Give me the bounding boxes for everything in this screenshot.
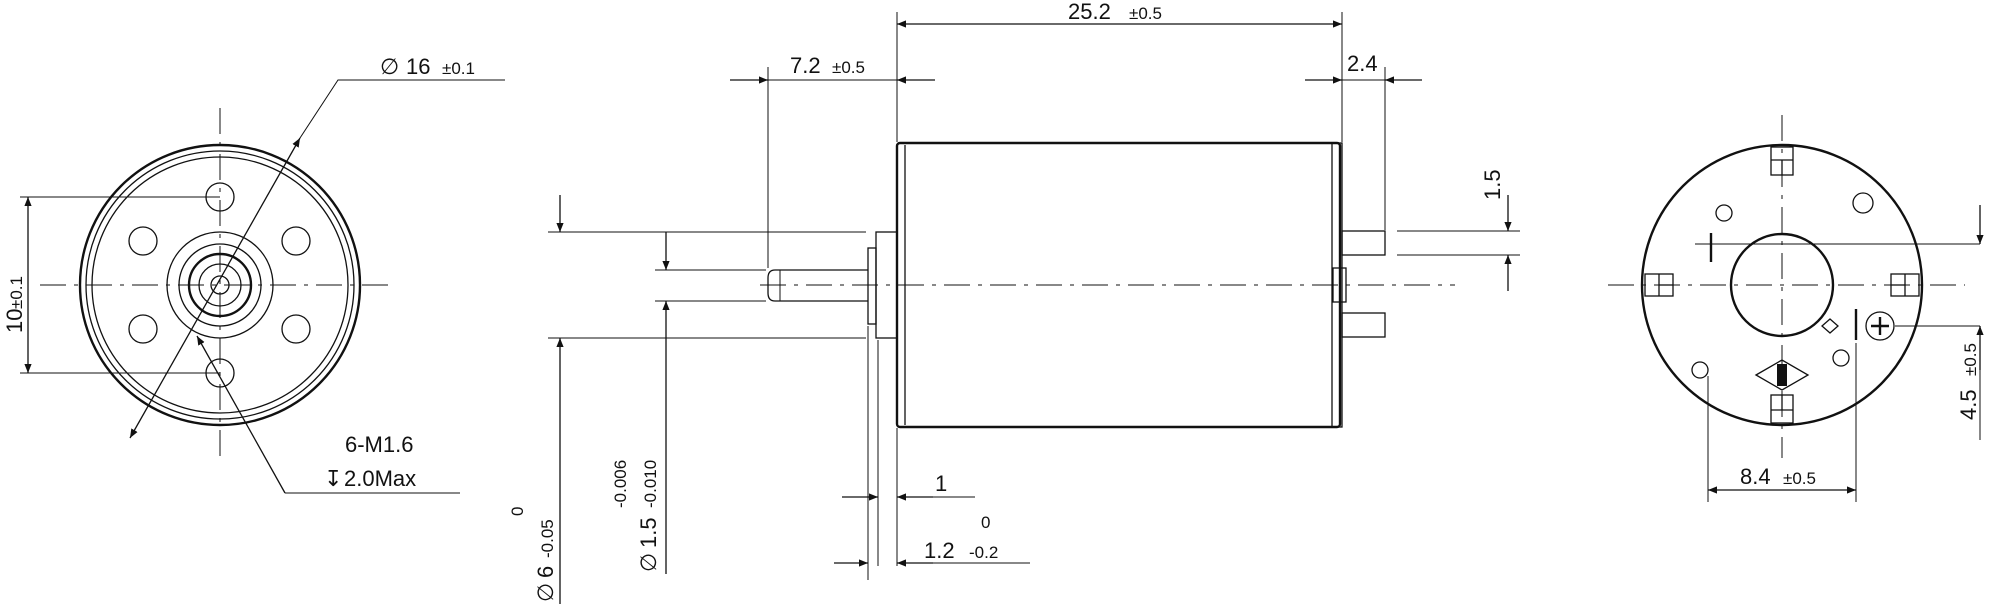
shaft-side bbox=[767, 269, 868, 302]
rear-bore bbox=[1729, 232, 1835, 338]
flange-length-tol-upper: 0 bbox=[981, 513, 990, 532]
flange-length-value: 1.2 bbox=[924, 538, 955, 563]
terminal-length: 2.4 bbox=[1347, 51, 1378, 76]
terminal-top bbox=[1341, 230, 1386, 256]
shaft-dia-tol-upper: -0.006 bbox=[611, 460, 630, 508]
terminal-width: 1.5 bbox=[1480, 169, 1505, 200]
side-view bbox=[548, 12, 1520, 604]
length-tol: ±0.5 bbox=[1129, 4, 1162, 23]
shaft-dia-value: 1.5 bbox=[636, 517, 661, 548]
dia-16-value: 16 bbox=[406, 54, 430, 79]
rear-housing bbox=[1640, 143, 1924, 427]
boss-dia-tol-upper: 0 bbox=[508, 507, 527, 516]
thread-spec: 6-M1.6 bbox=[345, 432, 413, 457]
polarity-mark-icon bbox=[1754, 359, 1810, 391]
boss-length: 1 bbox=[935, 471, 947, 496]
boss-dia-tol-lower: -0.05 bbox=[538, 519, 557, 558]
height-10-value: 10 bbox=[2, 309, 27, 333]
terminal-plus-icon bbox=[1865, 311, 1895, 341]
boss-dia-value: 6 bbox=[533, 566, 558, 578]
rear-slots bbox=[1644, 146, 1920, 424]
shaft-dia-symbol: ∅ bbox=[636, 553, 661, 572]
terminal-spacing-tol: ±0.5 bbox=[1783, 469, 1816, 488]
height-10-tol: ±0.1 bbox=[7, 276, 26, 309]
front-view bbox=[20, 79, 505, 494]
flange-length-tol-lower: -0.2 bbox=[969, 543, 998, 562]
terminal-bottom bbox=[1341, 312, 1386, 338]
length-value: 25.2 bbox=[1068, 0, 1111, 24]
shaft-length-value: 7.2 bbox=[790, 53, 821, 78]
shaft-dia-tol-lower: -0.010 bbox=[641, 460, 660, 508]
depth-symbol: ↧ bbox=[324, 466, 342, 491]
rear-view bbox=[1608, 115, 1984, 502]
terminal-offset-tol: ±0.5 bbox=[1961, 343, 1980, 376]
boss-dia-symbol: ∅ bbox=[533, 583, 558, 602]
dia-16-symbol: ∅ bbox=[380, 54, 399, 79]
depth-value: 2.0Max bbox=[344, 466, 416, 491]
terminal-spacing-value: 8.4 bbox=[1740, 464, 1771, 489]
dia-16-tol: ±0.1 bbox=[442, 59, 475, 78]
terminal-offset-value: 4.5 bbox=[1956, 389, 1981, 420]
shaft-length-tol: ±0.5 bbox=[832, 58, 865, 77]
